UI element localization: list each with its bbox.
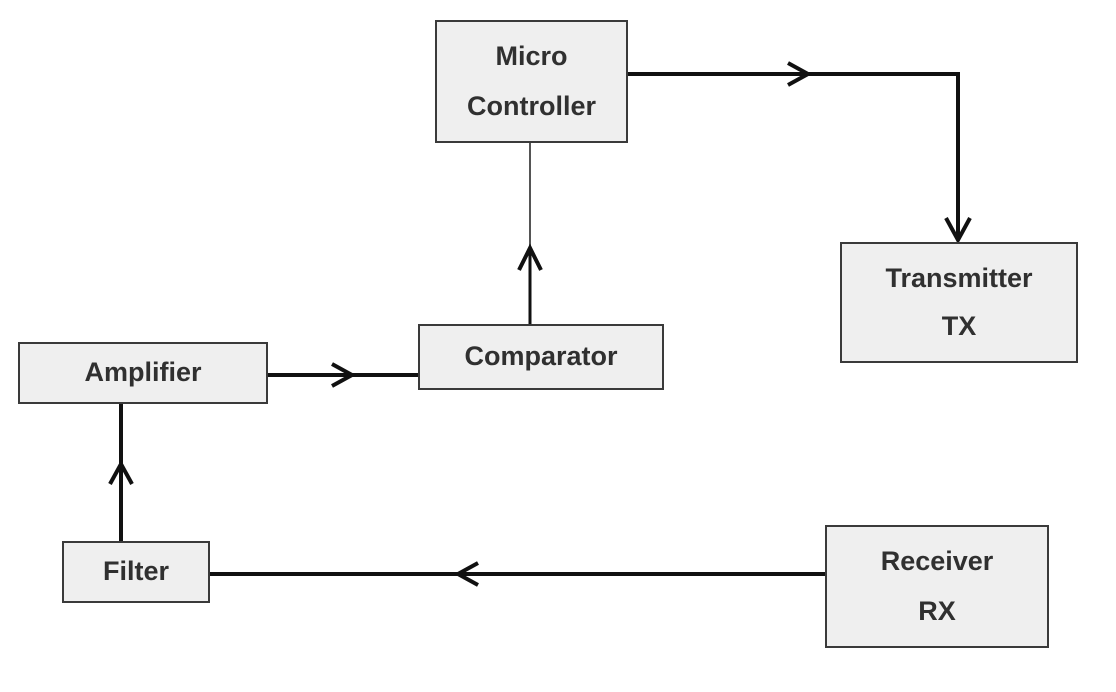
transmitter-label-line1: Transmitter xyxy=(885,262,1033,293)
receiver-label-line1: Receiver xyxy=(880,546,994,577)
amplifier-label: Amplifier xyxy=(84,357,202,388)
receiver-label-line2: RX xyxy=(918,595,956,626)
arrowhead-down-icon xyxy=(944,217,972,245)
amplifier-block: Amplifier xyxy=(18,342,268,404)
micro-controller-label-line2: Controller xyxy=(466,90,596,121)
filter-label: Filter xyxy=(102,556,169,587)
comparator-label: Comparator xyxy=(464,341,618,372)
connector-micro-controller-to-transmitter xyxy=(628,72,960,238)
micro-controller-label-line1: Micro xyxy=(495,41,568,72)
arrowhead-right-icon xyxy=(787,61,813,87)
arrowhead-right-icon xyxy=(331,362,357,388)
receiver-block: Receiver RX xyxy=(825,525,1049,648)
arrowhead-left-icon xyxy=(453,561,479,587)
comparator-block: Comparator xyxy=(418,324,664,390)
arrowhead-up-icon xyxy=(517,243,543,271)
transmitter-label-line2: TX xyxy=(941,311,977,342)
filter-block: Filter xyxy=(62,541,210,603)
micro-controller-block: Micro Controller xyxy=(435,20,628,143)
arrowhead-up-icon xyxy=(108,459,134,485)
transmitter-block: Transmitter TX xyxy=(840,242,1078,363)
